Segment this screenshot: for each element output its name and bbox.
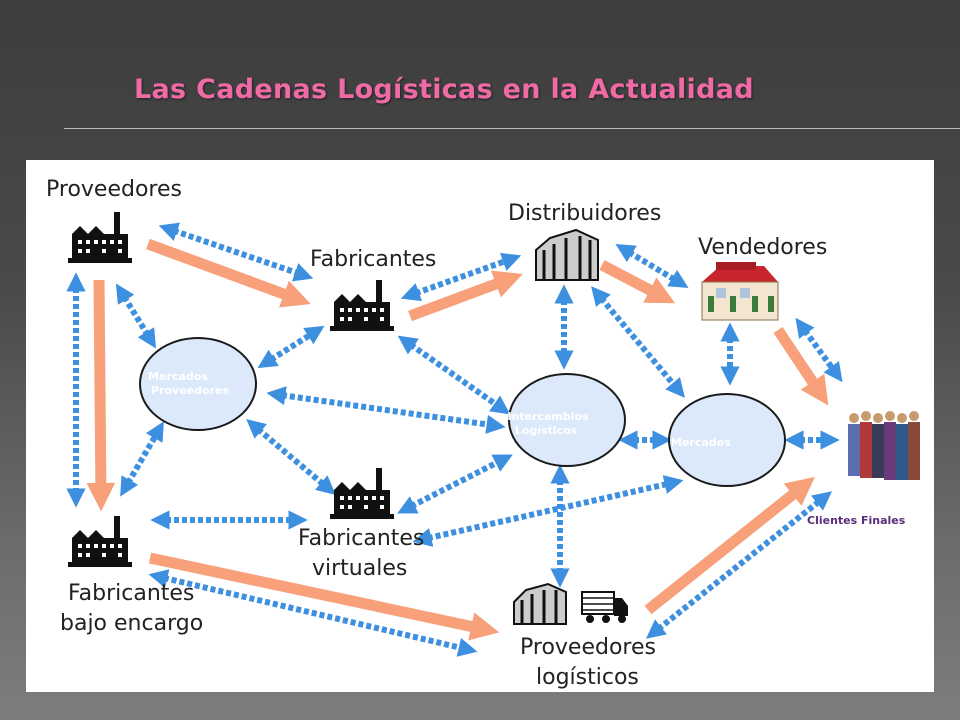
arrow-proveedores-encargo: [86, 279, 116, 512]
label-fabricantes-encargo-2: bajo encargo: [60, 611, 203, 636]
info-arrows: [66, 222, 843, 657]
label-intercambios-1: Intercambios: [507, 410, 589, 423]
label-fabricantes-virtuales-2: virtuales: [312, 556, 407, 581]
factory-icon: [68, 212, 132, 263]
warehouse-icon: [535, 228, 599, 281]
title-divider: [64, 128, 960, 129]
label-fabricantes-encargo-1: Fabricantes: [68, 581, 194, 606]
people-icon: [848, 411, 920, 480]
ellipse-mercados: [668, 393, 786, 487]
label-intercambios-2: Logísticos: [515, 424, 578, 437]
truck-icon: [581, 591, 628, 623]
label-proveedores-logisticos-2: logísticos: [536, 665, 639, 690]
ellipse-mercados-proveedores: [139, 337, 257, 431]
label-mercados-proveedores-2: Proveedores: [151, 384, 229, 397]
label-fabricantes: Fabricantes: [310, 247, 436, 272]
label-clientes-finales: Clientes Finales: [807, 514, 906, 527]
page-title: Las Cadenas Logísticas en la Actualidad: [134, 74, 754, 105]
label-mercados: Mercados: [671, 436, 731, 449]
arrow-proveedores-fabricantes: [146, 238, 311, 308]
label-proveedores-logisticos-1: Proveedores: [520, 635, 656, 660]
arrow-fabricantes-distribuidores: [408, 270, 523, 322]
ellipse-intercambios: [508, 373, 626, 467]
label-vendedores: Vendedores: [698, 235, 827, 260]
label-mercados-proveedores-1: Mercados: [148, 370, 208, 383]
factory-icon: [330, 468, 394, 519]
factory-icon: [68, 516, 132, 567]
label-proveedores: Proveedores: [46, 177, 182, 202]
warehouse-icon: [513, 582, 567, 625]
arrow-vendedores-clientes: [773, 326, 829, 406]
label-distribuidores: Distribuidores: [508, 201, 661, 226]
label-fabricantes-virtuales-1: Fabricantes: [298, 526, 424, 551]
arrow-logisticos-clientes: [644, 476, 815, 615]
factory-icon: [330, 280, 394, 331]
store-icon: [701, 262, 779, 321]
